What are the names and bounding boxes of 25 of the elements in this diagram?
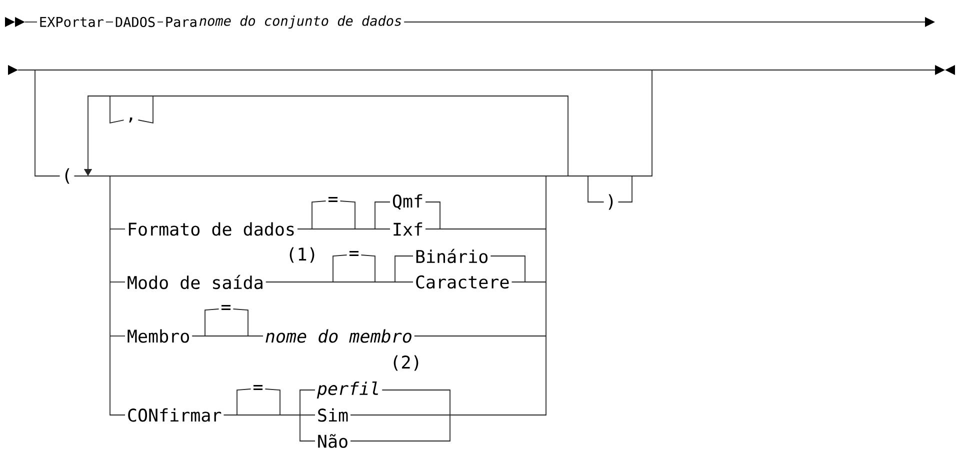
syntax-keyword: Não — [318, 434, 348, 448]
syntax-variable: perfil — [316, 381, 378, 399]
syntax-keyword: DADOS — [116, 16, 155, 28]
syntax-keyword: Binário — [416, 248, 488, 264]
syntax-keyword: Sim — [318, 408, 348, 422]
syntax-keyword: CONfirmar — [128, 408, 222, 422]
syntax-keyword: EXPortar — [40, 16, 104, 28]
syntax-symbol: ( — [65, 168, 70, 184]
syntax-symbol: = — [350, 251, 359, 256]
syntax-keyword: Formato de dados — [128, 222, 294, 236]
syntax-variable: nome do conjunto de dados — [200, 15, 402, 29]
syntax-symbol: = — [254, 385, 263, 390]
syntax-variable: nome do membro — [266, 329, 412, 343]
syntax-symbol: = — [328, 197, 338, 202]
syntax-symbol: = — [221, 305, 231, 310]
syntax-keyword: Qmf — [392, 194, 422, 210]
separator-symbol: , — [129, 117, 132, 123]
footnote-marker: (2) — [394, 355, 418, 371]
syntax-keyword: Membro — [128, 329, 189, 343]
syntax-keyword: Modo de saída — [128, 274, 262, 290]
syntax-keyword: Caractere — [416, 275, 509, 289]
syntax-keyword: Para — [166, 16, 196, 28]
footnote-marker: (1) — [290, 247, 314, 263]
syntax-symbol: ) — [608, 194, 613, 210]
syntax-keyword: Ixf — [394, 222, 422, 236]
